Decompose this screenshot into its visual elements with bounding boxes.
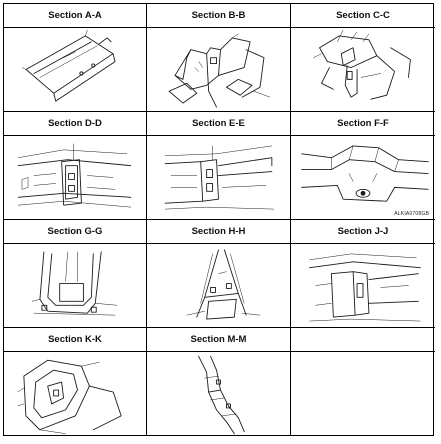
section-d-d-drawing (4, 136, 147, 220)
section-j-j-drawing (291, 244, 435, 328)
section-e-e-header: Section E-E (147, 112, 291, 136)
section-k-k-header: Section K-K (4, 328, 147, 352)
section-b-b-drawing (147, 28, 291, 112)
section-h-h-drawing (147, 244, 291, 328)
section-f-f-drawing: ALKIA0708GB (291, 136, 435, 220)
section-g-g-drawing (4, 244, 147, 328)
section-a-a-drawing (4, 28, 147, 112)
section-m-m-header: Section M-M (147, 328, 291, 352)
section-b-b-header: Section B-B (147, 4, 291, 28)
section-c-c-header: Section C-C (291, 4, 435, 28)
section-c-c-drawing (291, 28, 435, 112)
section-d-d-header: Section D-D (4, 112, 147, 136)
section-k-k-drawing (4, 352, 147, 436)
section-e-e-drawing (147, 136, 291, 220)
section-j-j-header: Section J-J (291, 220, 435, 244)
section-table: Section A-A Section B-B Section C-C (3, 3, 435, 436)
section-f-f-header: Section F-F (291, 112, 435, 136)
section-m-m-drawing (147, 352, 291, 436)
figure-code: ALKIA0708GB (394, 211, 429, 217)
section-g-g-header: Section G-G (4, 220, 147, 244)
section-a-a-header: Section A-A (4, 4, 147, 28)
section-h-h-header: Section H-H (147, 220, 291, 244)
empty-header (291, 328, 435, 352)
empty-cell (291, 352, 435, 436)
